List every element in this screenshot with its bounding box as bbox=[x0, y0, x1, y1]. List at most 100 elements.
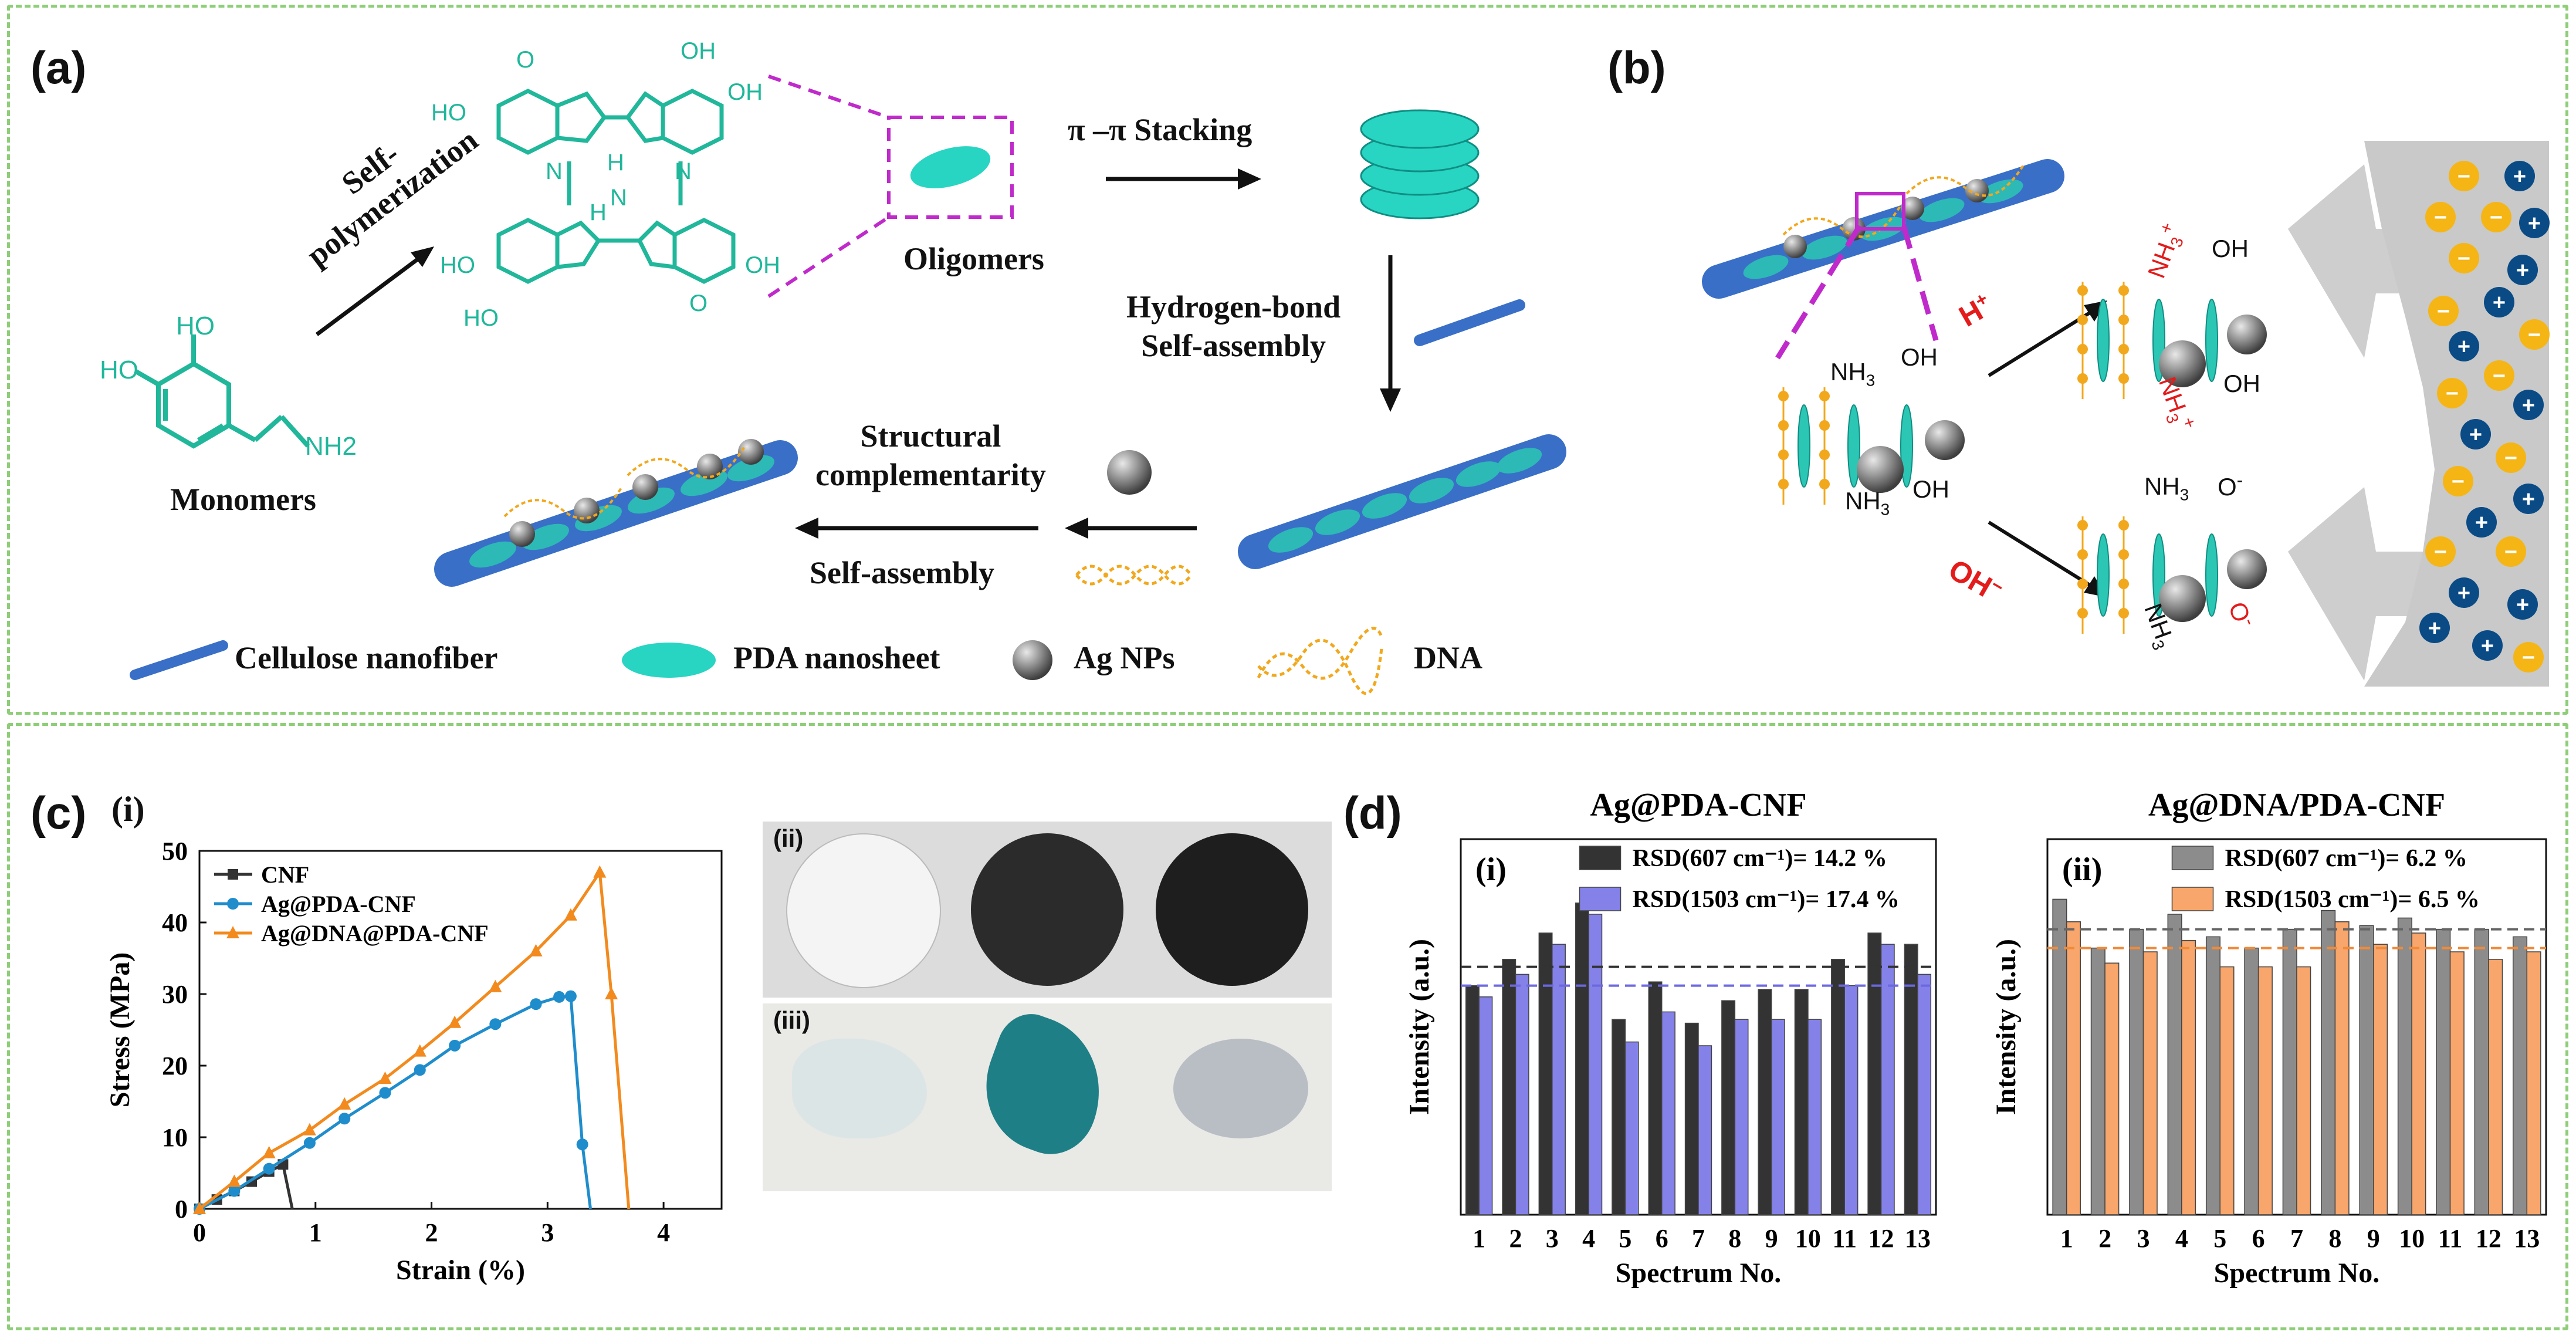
x-tick-label: 2 bbox=[425, 1218, 438, 1247]
bar bbox=[2411, 932, 2426, 1215]
svg-text:−: − bbox=[2457, 164, 2470, 189]
bar bbox=[1648, 981, 1663, 1215]
negative-ion: − bbox=[2481, 202, 2511, 232]
bar bbox=[1698, 1045, 1712, 1215]
bar bbox=[1771, 1019, 1785, 1215]
data-point bbox=[529, 944, 543, 957]
svg-text:+: + bbox=[2469, 423, 2482, 447]
photo-ii-film-3 bbox=[1156, 833, 1308, 986]
self-polymerization-arrow bbox=[315, 246, 434, 336]
acid-oh-bottom: OH bbox=[2223, 370, 2260, 397]
bar bbox=[1515, 974, 1529, 1215]
positive-ion: + bbox=[2449, 577, 2479, 608]
x-tick-label: 4 bbox=[657, 1218, 670, 1247]
x-tick-label: 3 bbox=[2137, 1224, 2150, 1253]
positive-ion: + bbox=[2513, 390, 2544, 420]
bar bbox=[1880, 944, 1895, 1215]
oligomer-nanosheet-icon bbox=[910, 146, 991, 188]
svg-text:+: + bbox=[2428, 616, 2441, 641]
stacked-nanosheets-icon bbox=[1360, 109, 1480, 219]
bar bbox=[2257, 966, 2273, 1215]
pi-stacking-arrow bbox=[1106, 168, 1261, 190]
bar bbox=[2526, 951, 2541, 1215]
oligomer-ho-3: HO bbox=[463, 305, 499, 331]
bar bbox=[1917, 974, 1932, 1215]
positive-ion: + bbox=[2449, 331, 2479, 361]
oligomer-n-2: N bbox=[675, 158, 692, 184]
y-tick-label: 30 bbox=[162, 980, 188, 1009]
x-tick-label: 7 bbox=[1692, 1224, 1705, 1253]
data-point bbox=[338, 1097, 351, 1110]
negative-ion: − bbox=[2496, 442, 2526, 473]
photo-ii-label: (ii) bbox=[773, 824, 804, 852]
legend-swatch bbox=[2171, 846, 2214, 870]
negative-ion: − bbox=[2496, 536, 2526, 567]
bar bbox=[1661, 1011, 1675, 1215]
small-nanofiber-icon bbox=[1414, 299, 1525, 346]
x-tick-label: 0 bbox=[193, 1218, 206, 1247]
data-point bbox=[489, 979, 502, 992]
svg-text:−: − bbox=[2504, 446, 2517, 471]
bar bbox=[2488, 959, 2503, 1215]
svg-text:+: + bbox=[2513, 164, 2526, 189]
bar bbox=[1758, 989, 1772, 1215]
svg-text:−: − bbox=[2493, 364, 2506, 388]
bar bbox=[2104, 962, 2120, 1215]
top-panel-frame bbox=[7, 5, 2568, 715]
bar bbox=[1831, 959, 1845, 1215]
svg-text:+: + bbox=[2493, 290, 2506, 315]
x-axis-label: Spectrum No. bbox=[2214, 1258, 2380, 1289]
positive-ion: + bbox=[2466, 507, 2497, 538]
ag-np-reactant-icon bbox=[1107, 450, 1152, 495]
positive-ion: + bbox=[2513, 484, 2544, 514]
neutral-nh3-bottom: NH3 bbox=[1845, 487, 1890, 519]
positive-ion: + bbox=[2504, 161, 2535, 191]
oligomer-n-3: N bbox=[610, 185, 627, 211]
data-point bbox=[378, 1071, 392, 1084]
legend-marker bbox=[228, 869, 238, 880]
oligomer-oh-3: OH bbox=[745, 252, 780, 278]
oligomer-ho-1: HO bbox=[431, 100, 466, 126]
bar bbox=[2359, 925, 2374, 1215]
positive-ion: + bbox=[2507, 255, 2538, 285]
stress-plot-frame bbox=[198, 850, 723, 1210]
bar bbox=[2296, 966, 2311, 1215]
data-point bbox=[228, 1185, 241, 1197]
data-point bbox=[414, 1064, 426, 1076]
fiber-with-nanosheets bbox=[1238, 434, 1566, 569]
legend-swatch bbox=[1579, 846, 1622, 870]
svg-text:−: − bbox=[2504, 540, 2517, 565]
monomers-label: Monomers bbox=[170, 482, 316, 517]
hydrogen-bond-arrow bbox=[1380, 255, 1401, 412]
bar bbox=[2321, 910, 2336, 1215]
x-tick-label: 12 bbox=[2476, 1224, 2501, 1253]
bar bbox=[2474, 928, 2489, 1215]
legend-entry: Ag@DNA@PDA-CNF bbox=[261, 920, 489, 947]
legend-entry: Ag@PDA-CNF bbox=[261, 891, 416, 917]
data-point bbox=[303, 1137, 316, 1149]
svg-text:+: + bbox=[2528, 211, 2541, 236]
positive-ion: + bbox=[2484, 287, 2514, 317]
bar bbox=[2219, 966, 2235, 1215]
x-tick-label: 6 bbox=[2252, 1224, 2265, 1253]
svg-text:−: − bbox=[2457, 246, 2470, 271]
bar bbox=[2129, 928, 2144, 1215]
bar bbox=[1807, 1019, 1822, 1215]
bar bbox=[1867, 932, 1882, 1215]
dna-reactant-icon bbox=[1075, 565, 1193, 586]
oligomer-oh-2: OH bbox=[727, 79, 763, 105]
oligomer-oh-1: OH bbox=[681, 38, 716, 64]
x-tick-label: 5 bbox=[2213, 1224, 2226, 1253]
y-tick-label: 10 bbox=[162, 1123, 188, 1152]
base-o-top: O- bbox=[2218, 469, 2243, 501]
bar bbox=[2397, 917, 2412, 1215]
panel-c-i-label: (i) bbox=[111, 790, 145, 829]
monomer-ho-top: HO bbox=[176, 312, 215, 340]
panel-b-neutral-molecule bbox=[1778, 387, 1965, 505]
legend-ag-np-icon bbox=[1013, 640, 1052, 680]
x-tick-label: 7 bbox=[2290, 1224, 2303, 1253]
bar bbox=[1478, 996, 1493, 1215]
bar bbox=[1552, 944, 1566, 1215]
